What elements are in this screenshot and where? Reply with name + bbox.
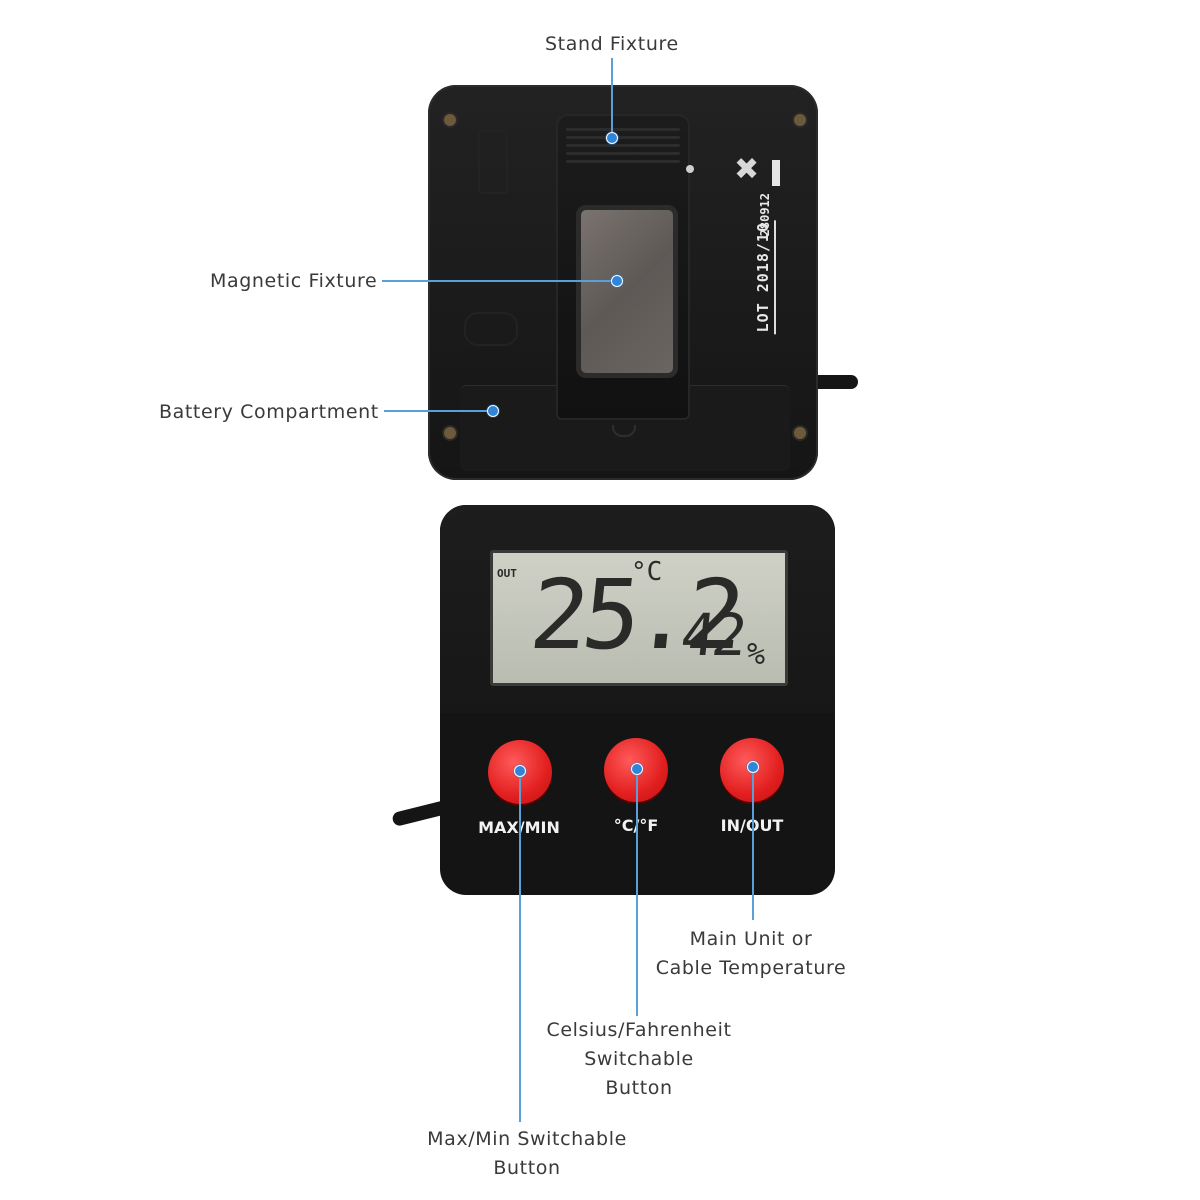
label-main-unit-cable: Main Unit or Cable Temperature: [655, 928, 847, 979]
dot-stand-fixture: [606, 132, 618, 144]
lcd-display: OUT 25.2 °C 42 %: [490, 550, 788, 686]
leader-celsius-fahrenheit: [636, 768, 638, 1016]
clip-hinge-dot: [686, 165, 694, 173]
label-stand-fixture: Stand Fixture: [545, 33, 679, 55]
dot-celsius-fahrenheit: [631, 763, 643, 775]
leader-main-unit-cable: [752, 766, 754, 920]
leader-magnetic-fixture: [382, 280, 616, 282]
leader-battery-compartment: [384, 410, 492, 412]
screw-bottom-left: [442, 425, 458, 441]
magnet-plate: [576, 205, 678, 378]
dot-magnetic-fixture: [611, 275, 623, 287]
lot-text: LOT 2018/10: [752, 220, 776, 335]
lcd-humidity-unit: %: [747, 637, 766, 672]
dot-max-min: [514, 765, 526, 777]
dot-main-unit-cable: [747, 761, 759, 773]
screw-bottom-right: [792, 425, 808, 441]
dot-battery-compartment: [487, 405, 499, 417]
screw-top-right: [792, 112, 808, 128]
label-celsius-fahrenheit: Celsius/Fahrenheit Switchable Button: [546, 1019, 732, 1099]
lcd-humidity: 42: [677, 601, 747, 669]
weee-bin-icon: ✖: [734, 152, 760, 187]
label-max-min: Max/Min Switchable Button: [427, 1128, 627, 1179]
embossed-ce-mark: [464, 312, 518, 346]
sensor-cable-back: [810, 375, 858, 389]
battery-door-latch: [612, 425, 636, 437]
leader-stand-fixture: [611, 58, 613, 138]
lcd-mode-indicator: OUT: [497, 567, 517, 580]
weee-bar: [772, 160, 780, 186]
label-battery-compartment: Battery Compartment: [159, 401, 379, 423]
leader-max-min: [519, 770, 521, 1122]
label-magnetic-fixture: Magnetic Fixture: [210, 270, 378, 292]
embossed-mark-upper: [478, 130, 508, 194]
screw-top-left: [442, 112, 458, 128]
lcd-temp-unit: °C: [631, 557, 663, 587]
